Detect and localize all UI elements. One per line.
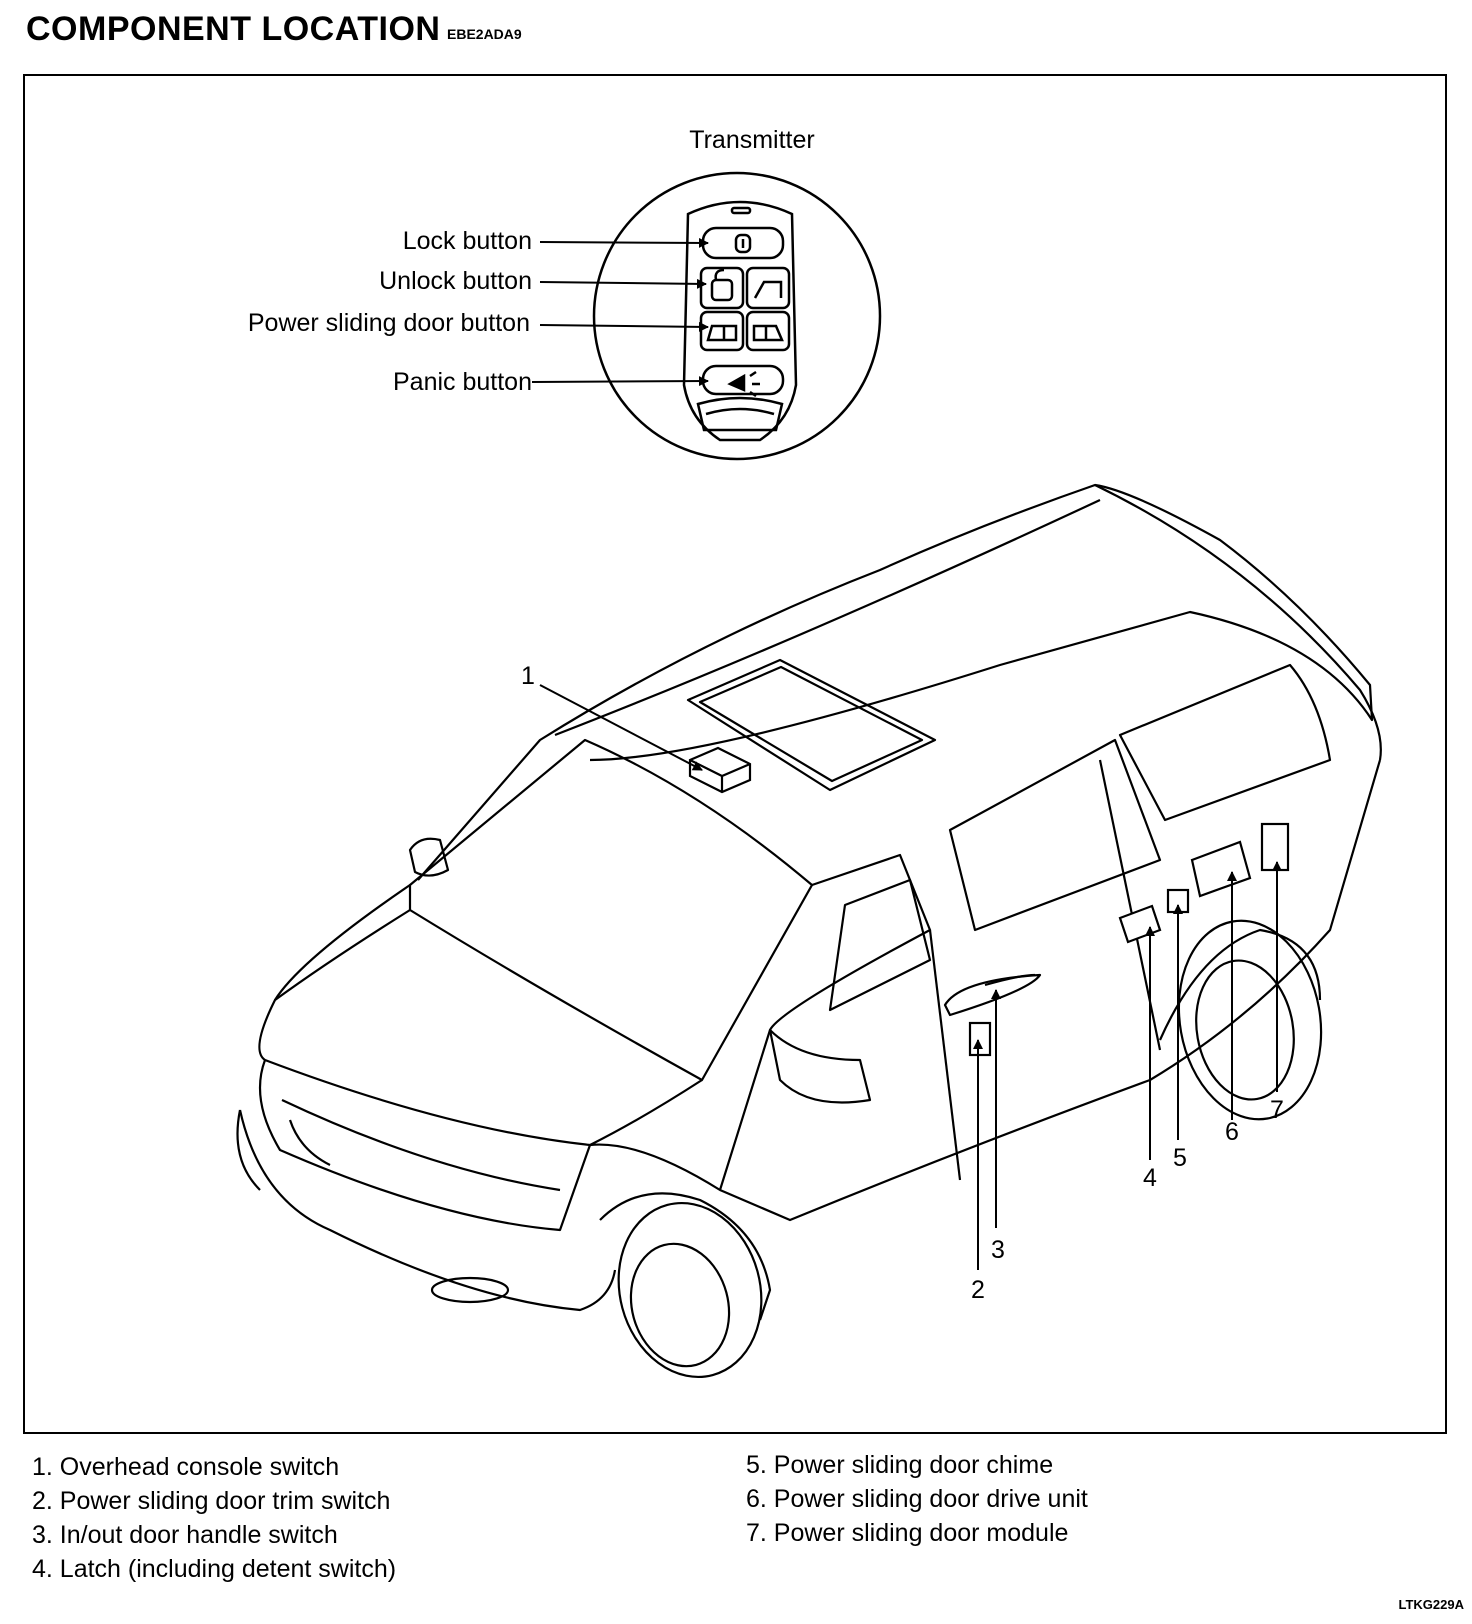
trim-switch-box	[968, 1021, 992, 1057]
module-box	[1260, 822, 1290, 872]
component-boxes	[688, 746, 1290, 1057]
page-code: EBE2ADA9	[447, 26, 522, 42]
callout-6: 6	[1225, 1118, 1239, 1146]
left-sliding-door-button-icon	[699, 310, 745, 352]
right-sliding-door-button-icon	[745, 310, 791, 352]
lock-button-icon	[701, 226, 785, 260]
legend-left: 1. Overhead console switch 2. Power slid…	[32, 1450, 396, 1586]
unlock-leader	[539, 278, 707, 289]
figure-code: LTKG229A	[1398, 1597, 1465, 1612]
latch-box	[1118, 904, 1162, 944]
lock-button-label: Lock button	[403, 227, 532, 255]
panic-button-icon	[701, 364, 785, 398]
callout-7: 7	[1270, 1096, 1284, 1124]
legend-item-1: 1. Overhead console switch	[32, 1453, 340, 1481]
transmitter-title: Transmitter	[689, 126, 814, 154]
minivan-illustration	[236, 483, 1382, 1379]
callout-leader-lines	[539, 684, 1282, 1270]
power-sliding-door-button-label: Power sliding door button	[248, 309, 530, 337]
power-sliding-leader	[539, 321, 709, 332]
key-fob-icon	[682, 200, 798, 442]
lock-leader	[539, 237, 709, 248]
liftgate-button-icon	[745, 266, 791, 310]
leader-1	[539, 684, 703, 771]
panic-leader	[531, 376, 709, 387]
legend-right: 5. Power sliding door chime 6. Power sli…	[746, 1448, 1088, 1550]
legend-item-6: 6. Power sliding door drive unit	[746, 1485, 1088, 1513]
page-title: COMPONENT LOCATION	[26, 10, 441, 48]
panic-button-label: Panic button	[393, 368, 532, 396]
legend-item-7: 7. Power sliding door module	[746, 1519, 1069, 1547]
legend-item-4: 4. Latch (including detent switch)	[32, 1555, 397, 1583]
callout-5: 5	[1173, 1144, 1187, 1172]
legend-item-5: 5. Power sliding door chime	[746, 1451, 1054, 1479]
transmitter-leader-lines	[531, 237, 709, 387]
drive-unit-box	[1190, 840, 1252, 898]
callout-3: 3	[991, 1236, 1005, 1264]
overhead-console-switch-box	[688, 746, 752, 794]
unlock-button-label: Unlock button	[379, 267, 532, 295]
callout-1: 1	[521, 662, 535, 690]
callout-4: 4	[1143, 1164, 1157, 1192]
legend-item-2: 2. Power sliding door trim switch	[32, 1487, 391, 1515]
unlock-button-icon	[699, 266, 745, 310]
diagram-frame	[23, 74, 1447, 1434]
transmitter-magnifier	[592, 171, 882, 461]
legend-item-3: 3. In/out door handle switch	[32, 1521, 338, 1549]
callout-2: 2	[971, 1276, 985, 1304]
